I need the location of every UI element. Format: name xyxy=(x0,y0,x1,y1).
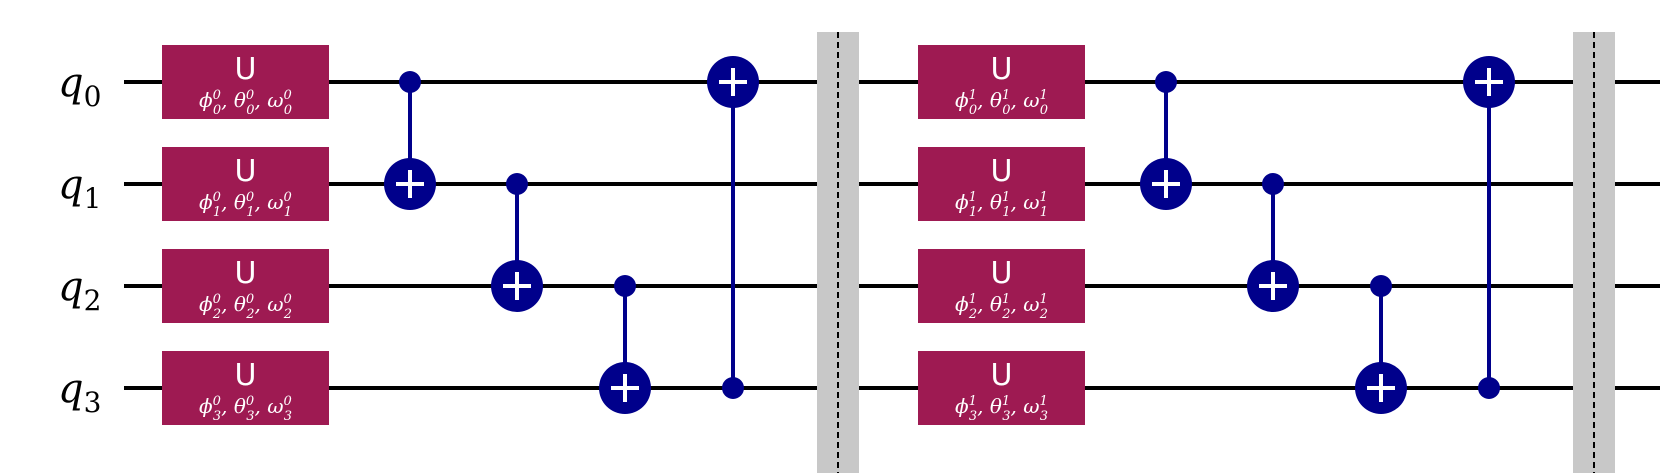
u-gate-box xyxy=(918,45,1085,119)
u-gate-box xyxy=(918,147,1085,221)
u-gate-box xyxy=(918,249,1085,323)
qubit-label-2: q2 xyxy=(58,264,101,317)
cx-gate-c3-t0 xyxy=(707,56,759,399)
cx-control-dot xyxy=(1262,173,1284,195)
cx-control-dot xyxy=(722,377,744,399)
cx-gate-c0-t1 xyxy=(1140,71,1192,210)
barriers xyxy=(817,32,1615,473)
u-gate-label: U xyxy=(991,256,1013,291)
u-gate-box xyxy=(918,351,1085,425)
cx-control-dot xyxy=(506,173,528,195)
cx-gate-c1-t2 xyxy=(1247,173,1299,312)
qubit-wires xyxy=(124,80,1660,390)
u-gate-box xyxy=(162,147,329,221)
qubit-label-3: q3 xyxy=(58,366,101,419)
cx-control-dot xyxy=(399,71,421,93)
cx-control-dot xyxy=(1478,377,1500,399)
u-gate-label: U xyxy=(991,358,1013,393)
u-gate-box xyxy=(162,249,329,323)
cx-control-dot xyxy=(1370,275,1392,297)
u-gate-box xyxy=(162,351,329,425)
cx-gate-c2-t3 xyxy=(599,275,651,414)
qubit-labels: q0 q1 q2 q3 xyxy=(58,60,101,419)
cx-control-dot xyxy=(614,275,636,297)
qubit-label-0: q0 xyxy=(58,60,101,113)
u-gate-label: U xyxy=(235,256,257,291)
u-gate-label: U xyxy=(235,52,257,87)
cx-gate-c0-t1 xyxy=(384,71,436,210)
qubit-label-1: q1 xyxy=(58,162,101,215)
u-gate-label: U xyxy=(991,154,1013,189)
u-gate-box xyxy=(162,45,329,119)
cx-gate-c3-t0 xyxy=(1463,56,1515,399)
u-gate-label: U xyxy=(991,52,1013,87)
u-gate-label: U xyxy=(235,154,257,189)
cx-control-dot xyxy=(1155,71,1177,93)
cx-gate-c1-t2 xyxy=(491,173,543,312)
cx-gate-c2-t3 xyxy=(1355,275,1407,414)
u-gate-label: U xyxy=(235,358,257,393)
